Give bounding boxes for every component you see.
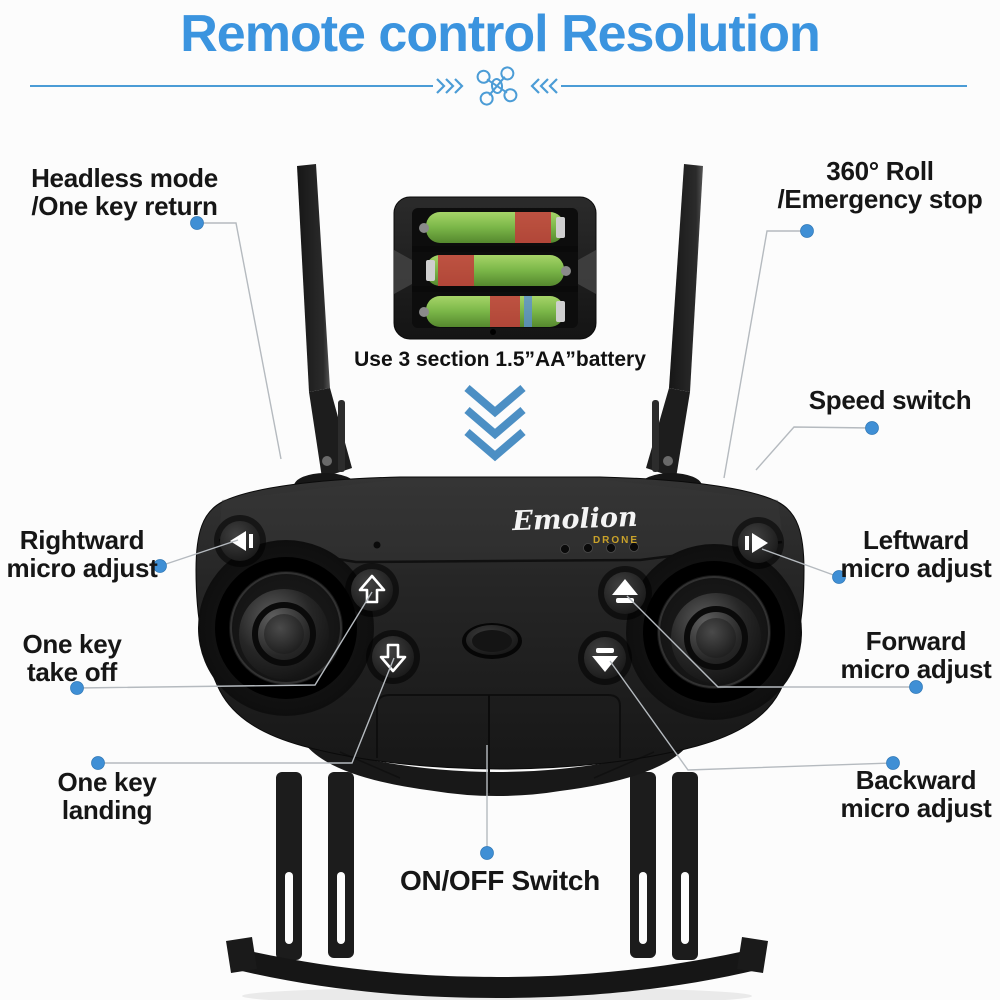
aa-battery	[419, 212, 565, 243]
forward-trim-button	[598, 566, 652, 620]
callout-connectors	[76, 222, 916, 853]
phone-holder	[226, 772, 768, 1000]
callout-label-takeoff: One key take off	[22, 629, 122, 688]
hollow-arrow-down-icon	[379, 643, 407, 673]
callout-dot-headless	[190, 216, 204, 230]
drone-icon	[476, 66, 518, 106]
landing-button	[366, 630, 420, 684]
chevrons-left-icon	[530, 78, 558, 94]
callout-line-roll	[723, 230, 807, 479]
brand-logo: Emolion	[511, 502, 638, 537]
callout-label-speed: Speed switch	[808, 385, 972, 415]
callout-dot-roll	[800, 224, 814, 238]
triple-chevron-down-icon	[464, 384, 526, 462]
callout-dot-takeoff	[70, 681, 84, 695]
callout-dot-leftward	[832, 570, 846, 584]
callout-label-landing: One key landing	[57, 767, 157, 826]
callout-line-headless	[197, 222, 282, 460]
hollow-arrow-up-icon	[358, 574, 386, 604]
left-joystick	[198, 540, 374, 716]
solid-arrow-down-icon	[592, 648, 618, 672]
callout-dot-landing	[91, 756, 105, 770]
callout-dots	[70, 216, 923, 860]
callout-label-forward: Forward micro adjust	[840, 626, 992, 685]
leftward-trim-button	[732, 517, 784, 569]
callout-line-speed	[755, 426, 873, 471]
callout-label-headless: Headless mode /One key return	[31, 163, 218, 222]
left-antenna	[294, 164, 356, 499]
callout-label-onoff: ON/OFF Switch	[400, 865, 600, 896]
remote-body: Emolion DRONE	[195, 476, 805, 796]
callout-label-rightward: Rightward micro adjust	[6, 525, 158, 584]
aa-battery	[426, 255, 571, 286]
callout-dot-backward	[886, 756, 900, 770]
brand-sub-label: DRONE	[593, 535, 639, 546]
callout-label-leftward: Leftward micro adjust	[840, 525, 992, 584]
callout-line-landing	[98, 657, 395, 764]
callout-line-backward	[609, 660, 894, 771]
callout-line-takeoff	[76, 591, 373, 689]
takeoff-button	[345, 563, 399, 617]
arrow-right-icon	[745, 533, 768, 553]
callout-dot-onoff	[480, 846, 494, 860]
right-joystick	[626, 544, 802, 720]
callout-label-roll: 360° Roll /Emergency stop	[777, 156, 983, 215]
aa-battery	[419, 296, 565, 327]
arrow-left-icon	[230, 531, 253, 551]
callout-line-leftward	[761, 548, 840, 578]
battery-compartment	[393, 196, 597, 340]
chevrons-right-icon	[436, 78, 464, 94]
callout-dot-rightward	[153, 559, 167, 573]
pairing-led	[373, 541, 381, 549]
led-indicators	[560, 542, 639, 554]
right-antenna	[640, 164, 703, 499]
page-title: Remote control Resolution	[180, 5, 820, 63]
backward-trim-button	[578, 631, 632, 685]
callout-dot-forward	[909, 680, 923, 694]
rightward-trim-button	[214, 515, 266, 567]
callout-dot-speed	[865, 421, 879, 435]
battery-note: Use 3 section 1.5”AA”battery	[354, 348, 646, 371]
holder-tray	[233, 948, 761, 998]
callout-line-forward	[626, 595, 916, 688]
title-divider	[30, 66, 967, 106]
callout-line-rightward	[159, 539, 239, 567]
callout-label-backward: Backward micro adjust	[840, 765, 992, 824]
power-button	[462, 623, 522, 659]
